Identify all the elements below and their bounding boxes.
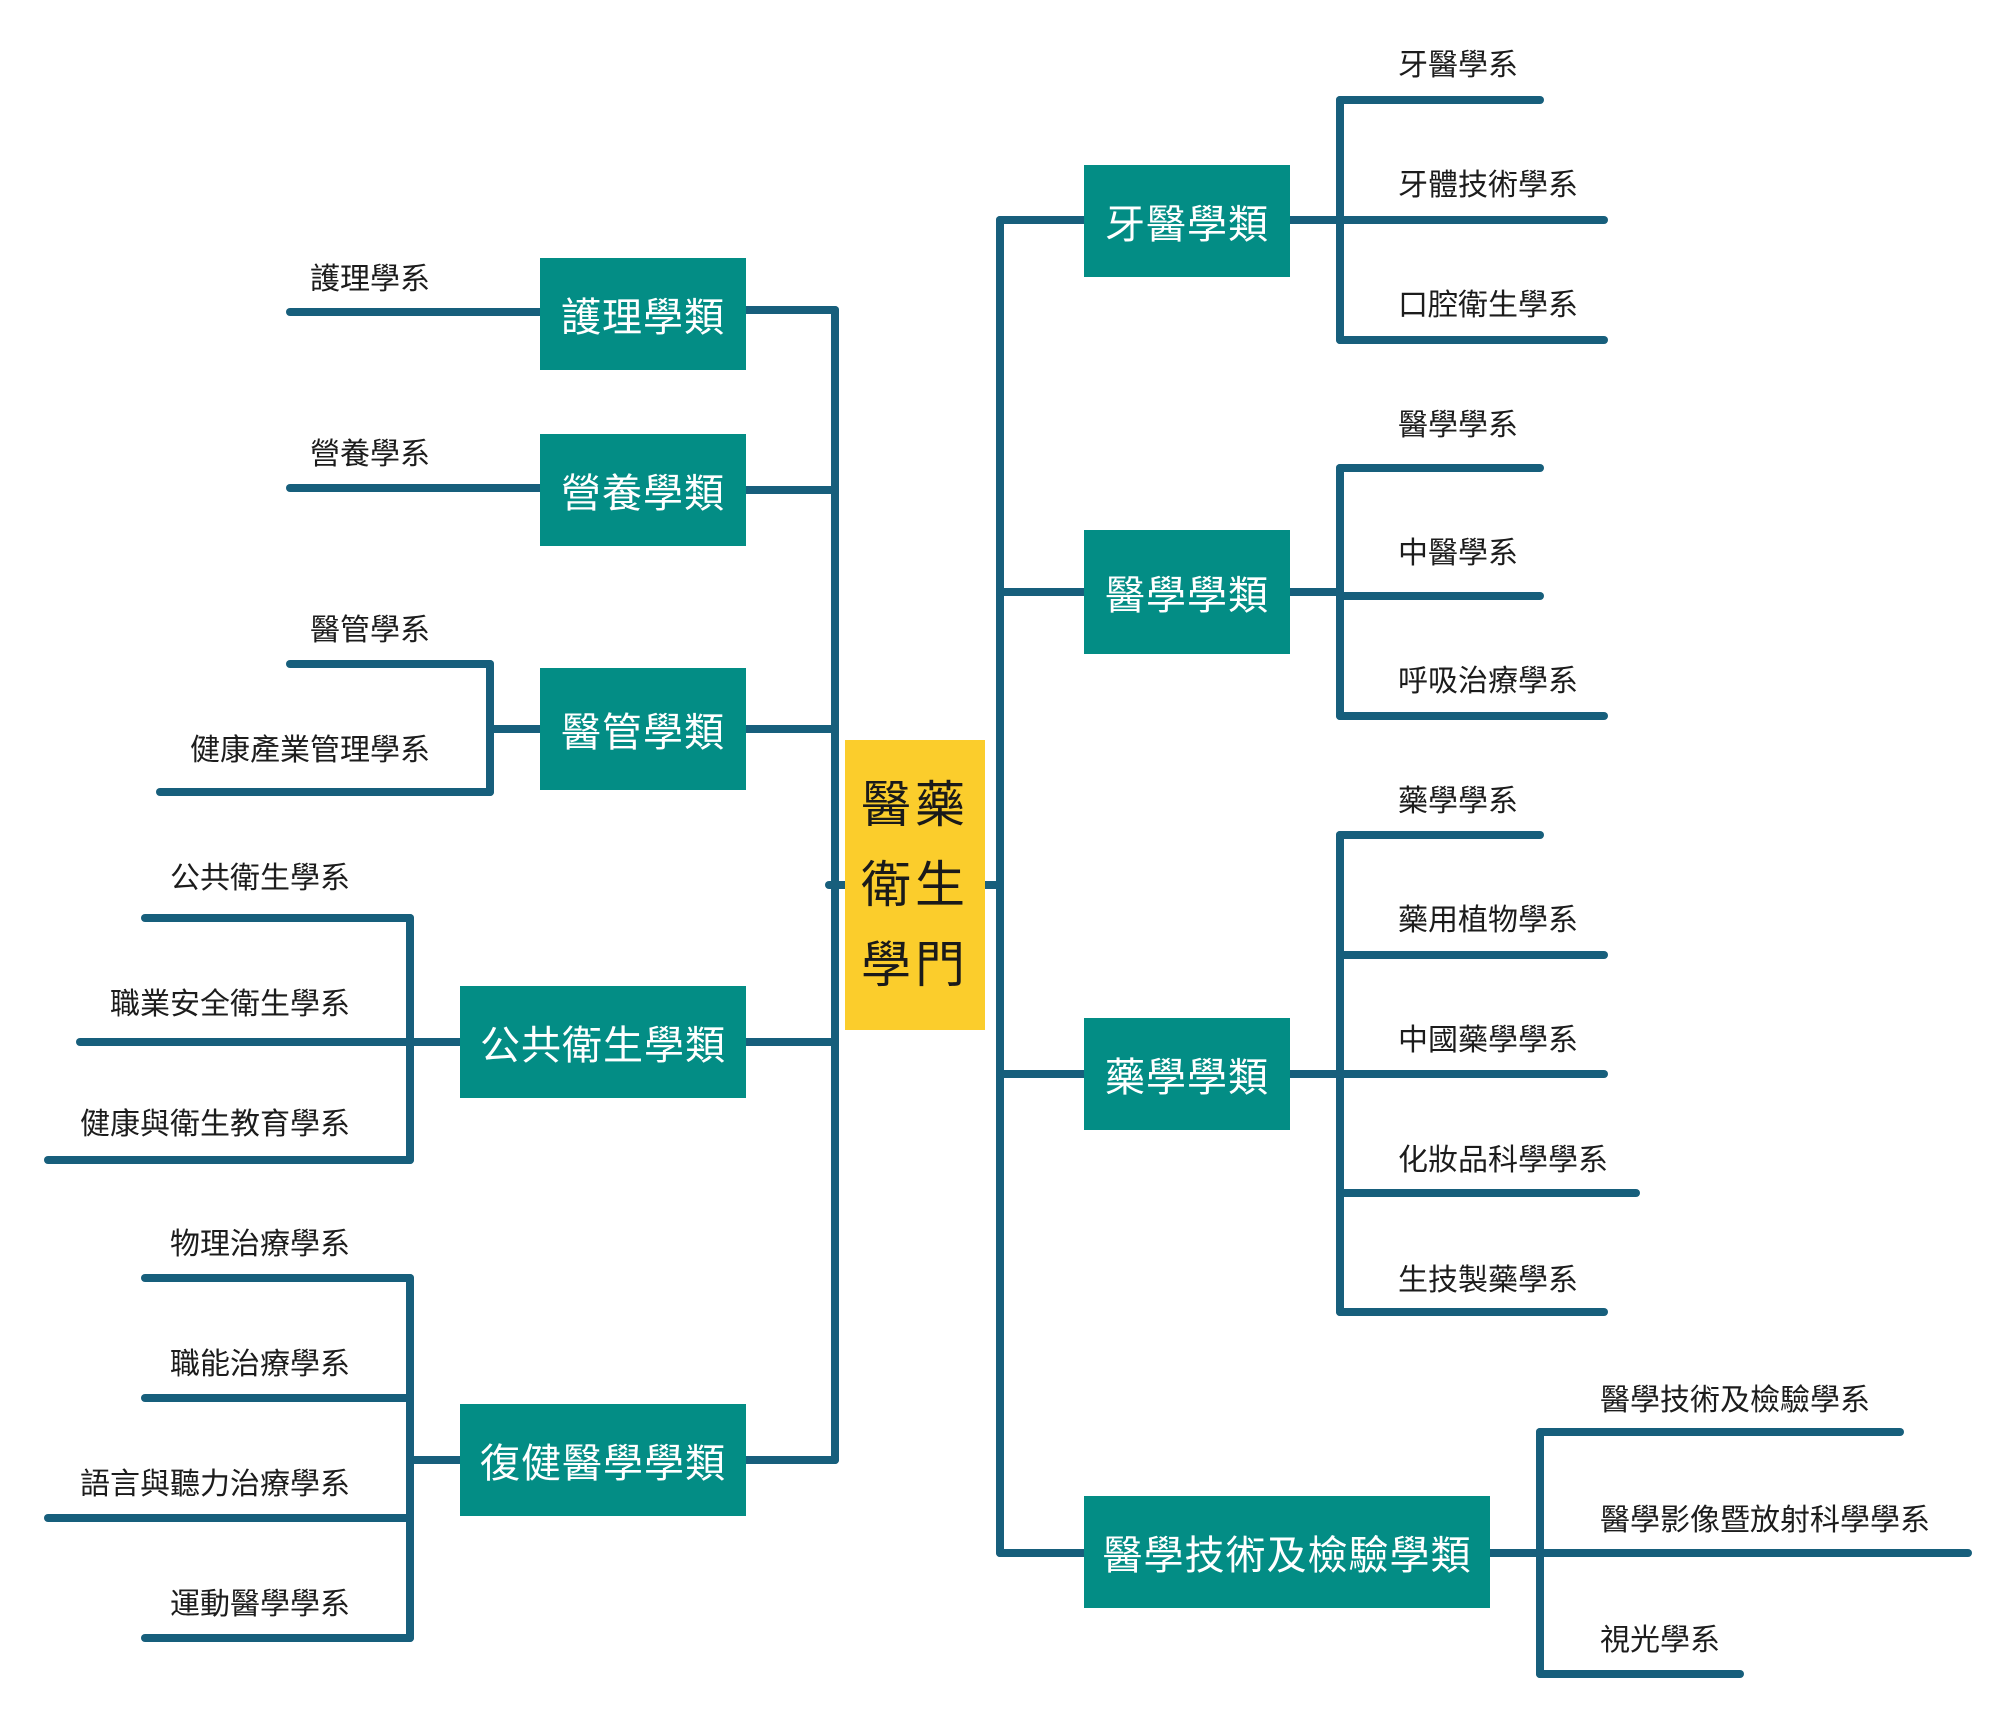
department-leaf: 健康產業管理學系 — [190, 733, 430, 768]
department-leaf: 語言與聽力治療學系 — [80, 1467, 350, 1502]
department-leaf: 營養學系 — [310, 437, 430, 472]
department-leaf: 醫學技術及檢驗學系 — [1600, 1383, 1870, 1418]
department-leaf: 醫學學系 — [1398, 408, 1518, 443]
department-leaf: 牙體技術學系 — [1398, 168, 1578, 203]
department-leaf: 藥用植物學系 — [1398, 903, 1578, 938]
category-node-nutrition: 營養學類 — [540, 434, 746, 546]
root-line-3: 學門 — [861, 936, 969, 994]
department-leaf: 視光學系 — [1600, 1623, 1720, 1658]
department-leaf: 健康與衛生教育學系 — [80, 1107, 350, 1142]
department-leaf: 藥學學系 — [1398, 784, 1518, 819]
department-leaf: 職能治療學系 — [170, 1347, 350, 1382]
category-node-rehabilitation: 復健醫學學類 — [460, 1404, 746, 1516]
category-node-medical-technology: 醫學技術及檢驗學類 — [1084, 1496, 1490, 1608]
root-node: 醫藥 衛生 學門 — [845, 740, 985, 1030]
department-leaf: 物理治療學系 — [170, 1227, 350, 1262]
category-node-dentistry: 牙醫學類 — [1084, 165, 1290, 277]
root-line-2: 衛生 — [861, 856, 969, 914]
department-leaf: 牙醫學系 — [1398, 48, 1518, 83]
department-leaf: 公共衛生學系 — [170, 861, 350, 896]
department-leaf: 醫管學系 — [310, 613, 430, 648]
category-node-healthcare-management: 醫管學類 — [540, 668, 746, 790]
category-node-public-health: 公共衛生學類 — [460, 986, 746, 1098]
department-leaf: 口腔衛生學系 — [1398, 288, 1578, 323]
root-line-1: 醫藥 — [861, 776, 969, 834]
department-leaf: 中國藥學學系 — [1398, 1023, 1578, 1058]
department-leaf: 醫學影像暨放射科學學系 — [1600, 1503, 1930, 1538]
department-leaf: 中醫學系 — [1398, 536, 1518, 571]
department-leaf: 運動醫學學系 — [170, 1587, 350, 1622]
department-leaf: 生技製藥學系 — [1398, 1263, 1578, 1298]
category-node-nursing: 護理學類 — [540, 258, 746, 370]
department-leaf: 護理學系 — [310, 262, 430, 297]
category-node-medicine: 醫學學類 — [1084, 530, 1290, 654]
department-leaf: 化妝品科學學系 — [1398, 1143, 1608, 1178]
department-leaf: 呼吸治療學系 — [1398, 664, 1578, 699]
department-leaf: 職業安全衛生學系 — [110, 987, 350, 1022]
category-node-pharmacy: 藥學學類 — [1084, 1018, 1290, 1130]
